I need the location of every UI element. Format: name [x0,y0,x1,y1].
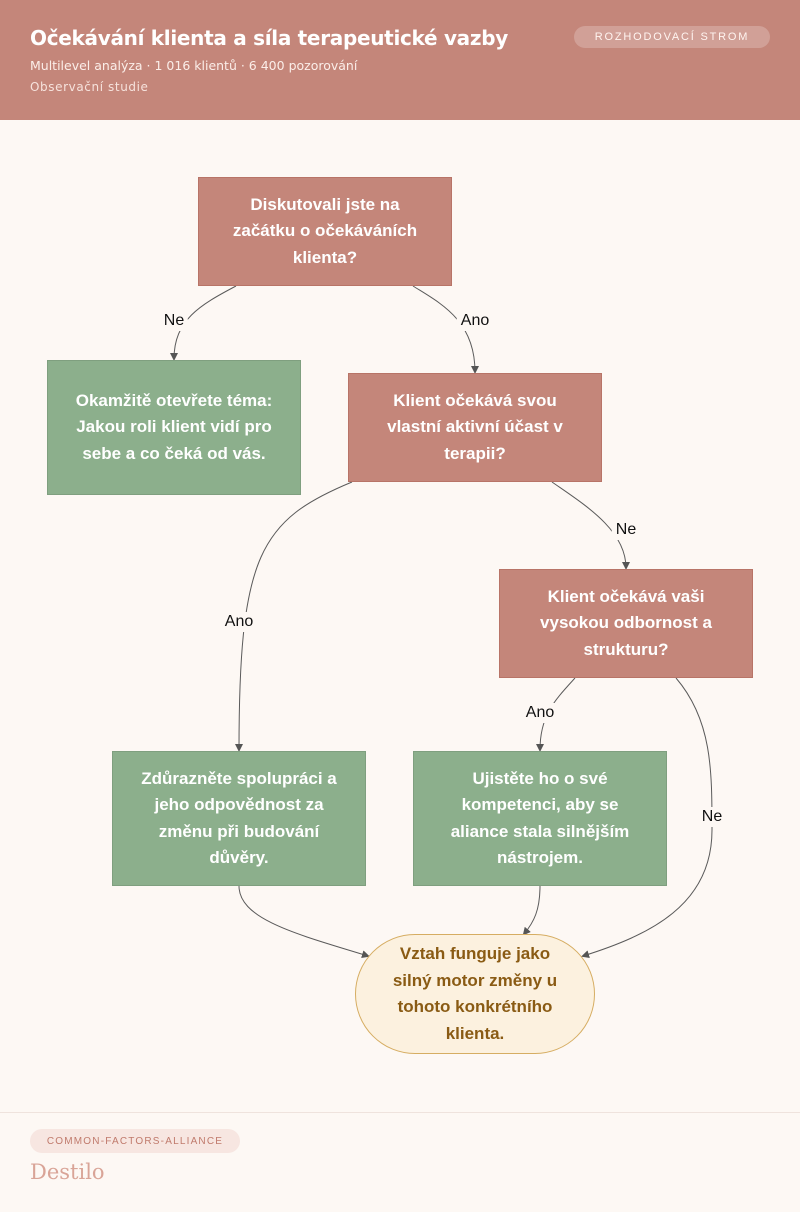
question-node-initial-discussion: Diskutovali jste na začátku o očekáváníc… [198,177,452,286]
edge-q1-q2 [412,285,479,374]
edge-label-q1-no: Ne [159,311,189,331]
question-initial-discussion-text: Diskutovali jste na začátku o očekáváníc… [232,194,418,267]
footer-tag: COMMON-FACTORS-ALLIANCE [30,1129,240,1153]
page-subtitle: Multilevel analýza · 1 016 klientů · 6 4… [30,58,358,73]
edge-label-q2-yes: Ano [220,612,258,632]
advice-open-topic-text: Okamžitě otevřete téma: Jakou roli klien… [75,390,273,463]
question-node-active-participation: Klient očekává svou vlastní aktivní účas… [348,373,602,482]
question-node-expertise-structure: Klient očekává vaši vysokou odbornost a … [499,569,753,678]
advice-node-open-topic: Okamžitě otevřete téma: Jakou roli klien… [47,360,301,495]
edge-a3-outcome [522,885,541,936]
outcome-text: Vztah funguje jako silný motor změny u t… [392,944,558,1043]
edge-label-q1-yes: Ano [456,311,494,331]
footer-divider [0,1112,800,1113]
edge-q1-a1 [170,285,237,361]
edge-label-q2-no: Ne [611,520,641,540]
advice-node-competence: Ujistěte ho o své kompetenci, aby se ali… [413,751,667,886]
edge-q2-a2 [235,481,353,752]
edge-q3-outcome [581,677,713,959]
edge-label-q3-yes: Ano [521,703,559,723]
outcome-node: Vztah funguje jako silný motor změny u t… [355,934,595,1054]
study-type: Observační studie [30,80,149,94]
advice-node-collaboration: Zdůrazněte spolupráci a jeho odpovědnost… [112,751,366,886]
header-banner: Očekávání klienta a síla terapeutické va… [0,0,800,120]
diagram-type-badge: ROZHODOVACÍ STROM [574,26,770,48]
page-title: Očekávání klienta a síla terapeutické va… [30,26,508,50]
advice-competence-text: Ujistěte ho o své kompetenci, aby se ali… [450,768,630,868]
edge-q2-q3 [551,481,630,570]
question-active-participation-text: Klient očekává svou vlastní aktivní účas… [387,390,563,463]
question-expertise-structure-text: Klient očekává vaši vysokou odbornost a … [540,586,712,659]
edge-a2-outcome [238,885,370,959]
edge-label-q3-no: Ne [697,807,727,827]
brand-logo: Destilo [30,1160,105,1184]
advice-collaboration-text: Zdůrazněte spolupráci a jeho odpovědnost… [141,768,337,868]
